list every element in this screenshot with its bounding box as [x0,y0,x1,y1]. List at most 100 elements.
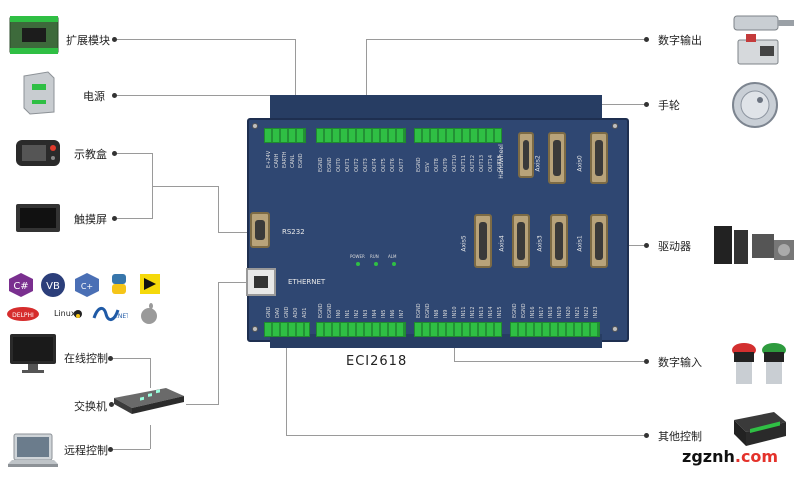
pin-label: OUT9 [443,158,449,172]
connector-dot [112,216,117,221]
svg-text:Linux: Linux [54,309,76,318]
pin-label: IN4 [372,309,378,318]
axis3-label: Axis3 [536,235,544,252]
handwheel-icon [730,80,780,130]
ethernet-label: ETHERNET [288,278,326,286]
rs232-label: RS232 [282,228,305,236]
terminal-block-outputs-0-7[interactable] [316,128,406,143]
terminal-block-power-can[interactable] [264,128,306,143]
rs232-connector[interactable] [250,212,270,248]
connector-dot [109,402,114,407]
watermark-part1: zgznh [682,447,735,466]
svg-text:C#: C# [13,281,28,292]
monitor-icon [8,332,58,374]
connector-line [286,327,287,435]
label-other-control: 其他控制 [658,430,702,443]
dotnet-logo-icon: .NET [92,304,130,324]
pin-label: IN9 [443,309,449,318]
connector-line [116,95,276,96]
handwheel-connector[interactable] [518,132,534,178]
pin-label: IN1 [345,309,351,318]
terminal-block-outputs-8-15[interactable] [414,128,502,143]
corner-screw [612,123,618,129]
connector-line [218,186,219,233]
pin-label: E5V [425,162,431,172]
pin-label: OUT6 [390,158,396,172]
cpp-logo-icon: C+ [74,272,100,298]
axis5-label: Axis5 [460,235,468,252]
pin-label: OUT8 [434,158,440,172]
pin-label: AD1 [302,307,308,318]
pin-label: OUT1 [345,158,351,172]
connector-line [218,232,250,233]
pin-label: GND [284,306,290,318]
svg-text:DELPHI: DELPHI [12,312,34,319]
label-digital-output: 数字输出 [658,34,702,47]
connector-line [150,358,151,388]
connector-line [116,153,152,154]
label-expansion-module: 扩展模块 [66,34,110,47]
pin-label: EGND [318,157,324,172]
network-switch-icon [110,384,186,418]
pin-label: IN5 [381,309,387,318]
run-led [374,262,378,266]
push-button-icon [726,338,792,390]
label-power-supply: 电源 [83,90,105,103]
axis2-connector[interactable] [548,132,566,184]
pin-label: IN6 [390,309,396,318]
label-digital-input: 数字输入 [658,356,702,369]
label-handwheel: 手轮 [658,99,680,112]
pin-label: DA0 [275,307,281,318]
pin-label: IN14 [488,306,494,318]
connector-line [150,425,151,449]
labview-logo-icon [138,272,162,298]
terminal-block-inputs-8-15[interactable] [414,322,502,337]
pin-label: EGND [327,303,333,318]
pin-label: EGND [298,153,304,168]
axis4-connector[interactable] [512,214,530,268]
power-supply-icon [18,70,58,116]
alm-led-label: ALM [388,254,397,259]
ethernet-port[interactable] [246,268,276,296]
pin-label: IN19 [557,306,563,318]
label-drive: 驱动器 [658,240,691,253]
connector-dot [644,243,649,248]
watermark-part2: .com [734,447,779,466]
pin-label: EGND [425,303,431,318]
label-switch: 交换机 [74,400,107,413]
svg-text:C+: C+ [81,282,93,291]
pin-label: IN13 [479,306,485,318]
corner-screw [252,326,258,332]
axis5-connector[interactable] [474,214,492,268]
connector-dot [112,93,117,98]
pin-label: CANH [274,153,280,168]
connector-line [218,282,219,405]
pin-label: OUT0 [336,158,342,172]
axis3-connector[interactable] [550,214,568,268]
pneumatic-valve-icon [726,10,798,74]
axis0-connector[interactable] [590,132,608,184]
pin-label: EGND [512,303,518,318]
pin-label: CANL [290,154,296,168]
terminal-block-analog[interactable] [264,322,310,337]
pin-label: IN18 [548,306,554,318]
laptop-icon [6,432,60,472]
terminal-block-inputs-0-7[interactable] [316,322,406,337]
label-online-control: 在线控制 [64,352,108,365]
axis0-label: Axis0 [576,155,584,172]
pin-label: OUT12 [470,154,476,172]
connector-dot [112,37,117,42]
linux-logo-icon: Linux [52,302,82,324]
terminal-block-inputs-16-23[interactable] [510,322,600,337]
connector-line [366,39,367,134]
pin-label: IN8 [434,309,440,318]
connector-dot [644,359,649,364]
power-led-label: POWER [350,254,365,259]
pin-label: IN22 [584,306,590,318]
connector-line [110,358,150,359]
pin-label: IN23 [593,306,599,318]
teach-pendant-icon [14,136,62,170]
pin-label: IN11 [461,306,467,318]
axis1-connector[interactable] [590,214,608,268]
connector-dot [644,102,649,107]
